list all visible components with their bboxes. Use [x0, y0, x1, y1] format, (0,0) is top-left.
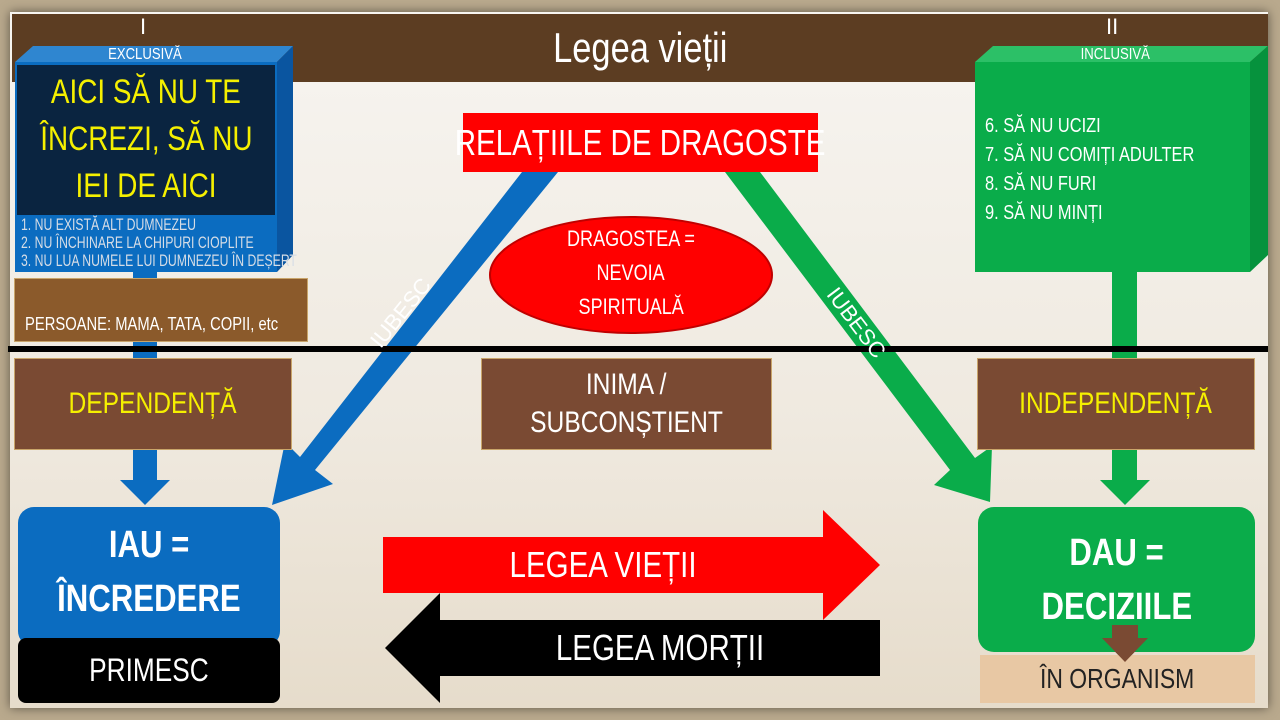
commandments-list: 1. NU EXISTĂ ALT DUMNEZEU 2. NU ÎNCHINAR… — [21, 216, 297, 270]
green-box-side — [1250, 46, 1268, 272]
relations-box: RELAȚIILE DE DRAGOSTE — [455, 113, 826, 172]
receive-box: PRIMESC — [18, 638, 280, 703]
law-of-life-label: LEGEA VIEȚII — [509, 544, 697, 585]
blue-down-arrowhead — [120, 480, 170, 505]
green-diagonal-arrow — [725, 172, 992, 502]
commandment-1: 1. NU EXISTĂ ALT DUMNEZEU — [21, 215, 197, 234]
left-label-exclusive: EXCLUSIVĂ — [108, 46, 182, 63]
independence-box: INDEPENDENȚĂ — [977, 358, 1255, 450]
heart-box: INIMA /SUBCONȘTIENT — [481, 358, 772, 450]
commandment-8: 8. SĂ NU FURI — [985, 173, 1097, 195]
blue-box-top — [15, 46, 293, 62]
love-ellipse — [489, 216, 773, 334]
law-of-life-arrow — [383, 510, 880, 620]
commandment-7: 7. SĂ NU COMIȚI ADULTER — [985, 144, 1195, 166]
persons-box: PERSOANE: MAMA, TATA, COPII, etc — [14, 278, 308, 342]
blue-diagonal-arrow — [272, 172, 558, 505]
commandment-6: 6. SĂ NU UCIZI — [985, 115, 1101, 137]
commandment-2: 2. NU ÎNCHINARE LA CHIPURI CIOPLITE — [21, 233, 254, 252]
right-numeral: II — [1106, 14, 1119, 39]
blue-box-side — [277, 46, 293, 272]
dependence-box: DEPENDENȚĂ — [14, 358, 292, 450]
green-box-front — [975, 62, 1250, 272]
law-of-death-label: LEGEA MORȚII — [555, 627, 765, 668]
green-down-arrowhead — [1100, 480, 1150, 505]
take-trust-box: IAU =ÎNCREDERE — [18, 507, 280, 647]
commandment-9: 9. SĂ NU MINȚI — [985, 202, 1103, 224]
divider-line — [8, 346, 1268, 352]
give-decisions-box: DAU =DECIZIILE — [978, 507, 1255, 652]
left-numeral: I — [140, 14, 147, 39]
left-commandments-panel: AICI SĂ NU TE ÎNCREZI, SĂ NU IEI DE AICI — [17, 65, 275, 215]
commandment-3: 3. NU LUA NUMELE LUI DUMNEZEU ÎN DEȘERT — [21, 251, 297, 270]
organism-box: ÎN ORGANISM — [980, 655, 1255, 703]
right-commandments-list: 6. SĂ NU UCIZI 7. SĂ NU COMIȚI ADULTER 8… — [985, 112, 1194, 228]
right-label-inclusive: INCLUSIVĂ — [1080, 46, 1150, 63]
law-of-death-arrow — [385, 593, 880, 703]
green-box-top — [975, 46, 1268, 62]
slide-title: Legea vieții — [552, 24, 728, 71]
warning-overlay: AICI SĂ NU TE ÎNCREZI, SĂ NU IEI DE AICI — [40, 73, 253, 205]
love-text: DRAGOSTEA = NEVOIA SPIRITUALĂ — [567, 226, 695, 319]
